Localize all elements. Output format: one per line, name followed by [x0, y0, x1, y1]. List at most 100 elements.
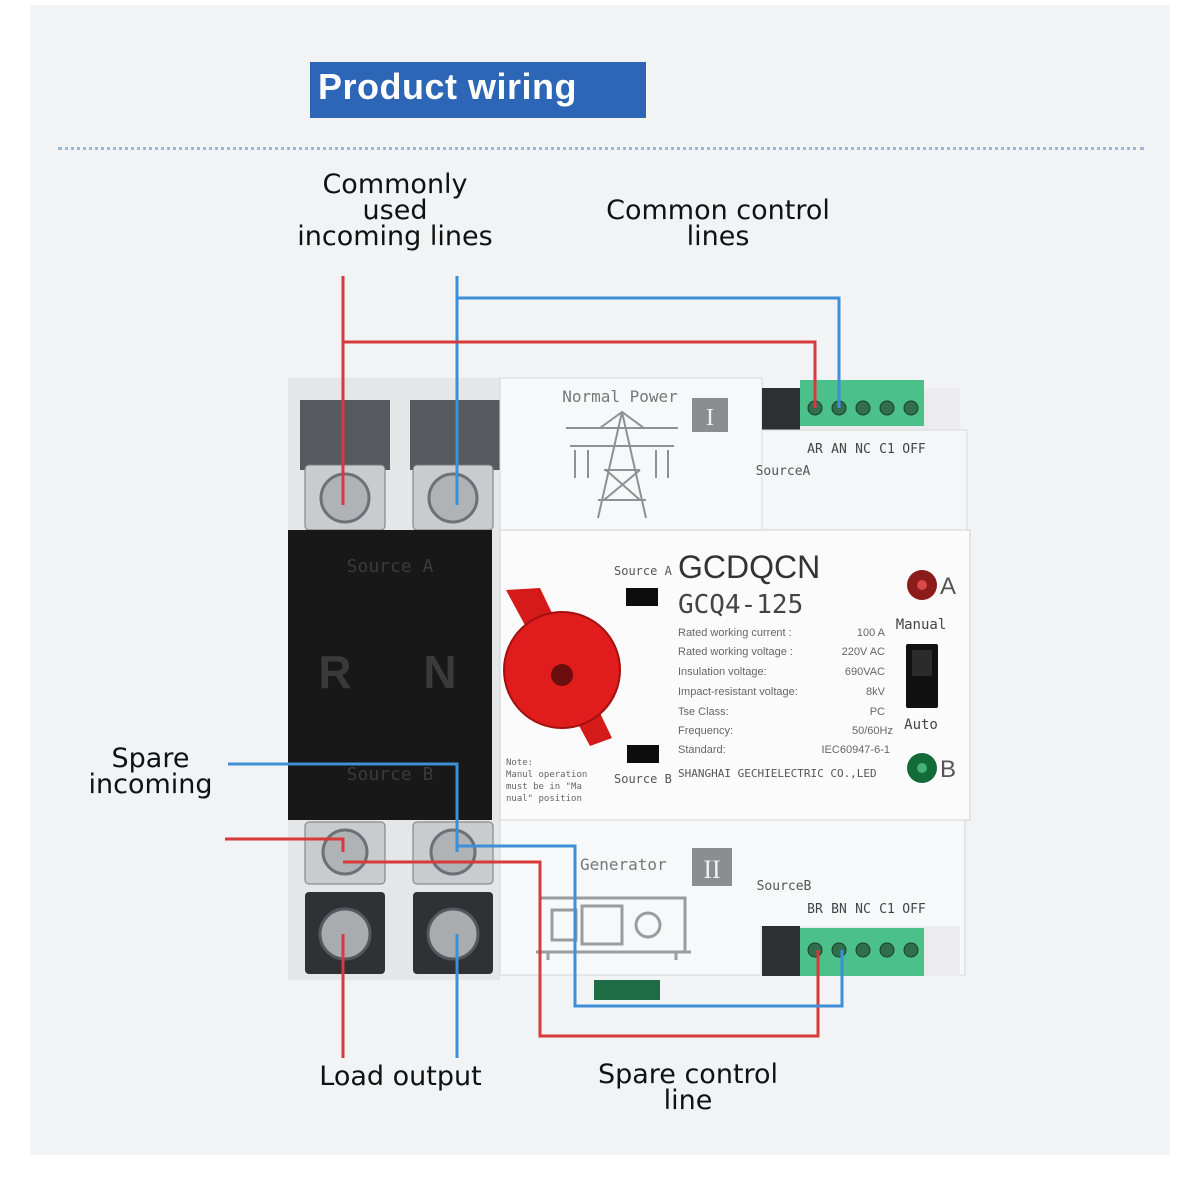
terminal-a-label-an: AN	[831, 442, 847, 457]
incoming-lines-label-1: Commonly used	[322, 169, 468, 226]
roman-2-label: II	[703, 855, 720, 884]
spare-incoming-label-2: incoming	[88, 769, 213, 800]
terminal-a-label-ar: AR	[807, 442, 823, 457]
terminal-screws-b	[807, 942, 919, 958]
spec-value: IEC60947-6-1	[822, 744, 891, 756]
terminal-labels-b: BR BN NC C1 OFF	[807, 902, 926, 917]
spec-value: 690VAC	[845, 666, 885, 678]
terminal-b-label-bn: BN	[831, 902, 847, 917]
load-output-callout: Load output	[319, 1061, 482, 1092]
screw-icon	[855, 942, 871, 958]
breaker-source-a-label: Source A	[347, 556, 434, 577]
auto-label: Auto	[904, 717, 938, 733]
title-banner	[310, 62, 646, 118]
terminal-a-label-c1: C1	[879, 442, 895, 457]
maker-label: SHANGHAI GECHIELECTRIC CO.,LED	[678, 767, 877, 780]
spec-value: PC	[870, 706, 885, 718]
source-a-window	[626, 588, 658, 606]
wire-spare-control-bn	[457, 844, 844, 1008]
screw-icon	[426, 907, 480, 961]
switch-source-b-label: Source B	[614, 772, 672, 786]
note-line-3: must be in "Ma	[506, 782, 582, 792]
terminal-a-label-off: OFF	[902, 442, 926, 457]
terminal-screws-a	[807, 400, 919, 416]
spec-value: 220V AC	[842, 646, 885, 658]
terminal-b-label-off: OFF	[902, 902, 926, 917]
breaker-source-b-label: Source B	[347, 764, 434, 785]
breaker-slot-n-top	[410, 400, 500, 470]
note-line-4: nual" position	[506, 794, 582, 804]
screw-icon	[903, 400, 919, 416]
model-label: GCQ4-125	[678, 590, 803, 620]
wires	[225, 276, 844, 1058]
spec-label: Tse Class:	[678, 706, 729, 718]
spec-label: Impact-resistant voltage:	[678, 686, 798, 698]
spare-incoming-label-1: Spare	[111, 743, 190, 774]
switch-top-right-panel	[761, 429, 968, 531]
generator-icon	[536, 896, 691, 960]
wire-spare-neutral	[228, 762, 459, 852]
spec-table: Rated working current : 100 A Rated work…	[678, 627, 893, 756]
spare-control-callout: Spare control line	[597, 1059, 779, 1116]
spec-value: 100 A	[857, 627, 886, 639]
spec-label: Rated working current :	[678, 627, 792, 639]
spec-label: Rated working voltage :	[678, 646, 793, 658]
roman-1-badge	[692, 398, 728, 432]
page-title: Product wiring	[318, 66, 577, 107]
breaker: Source A R N Source B	[288, 378, 500, 980]
terminal-b-label-nc: NC	[855, 902, 871, 917]
terminal-gap-top	[762, 388, 800, 430]
breaker-n-label: N	[423, 646, 456, 698]
note-line-2: Manul operation	[506, 770, 587, 780]
source-b-window	[627, 745, 659, 763]
control-lines-callout: Common control lines	[606, 195, 830, 252]
spec-label: Frequency:	[678, 725, 733, 737]
wire-control-ar	[343, 340, 817, 408]
terminal-a-label-nc: NC	[855, 442, 871, 457]
spec-label: Standard:	[678, 744, 726, 756]
terminal-gap-bottom	[762, 926, 800, 976]
rotary-knob[interactable]	[503, 588, 621, 746]
breaker-r-label: R	[318, 646, 351, 698]
screw-icon	[318, 907, 372, 961]
indicator-a-label: A	[940, 573, 956, 600]
screw-icon	[429, 828, 477, 876]
terminal-labels-a: AR AN NC C1 OFF	[807, 442, 926, 457]
spec-label: Insulation voltage:	[678, 666, 767, 678]
roman-2-badge	[692, 848, 732, 886]
wire-control-an	[457, 296, 841, 408]
generator-bracket	[594, 980, 660, 1000]
note-line-1: Note:	[506, 758, 533, 768]
toggle-knob	[912, 650, 932, 676]
generator-label: Generator	[580, 855, 667, 874]
normal-power-label: Normal Power	[562, 387, 678, 406]
indicator-a-led-core	[917, 580, 927, 590]
spare-incoming-callout: Spare incoming	[88, 743, 213, 800]
screw-icon	[879, 400, 895, 416]
source-b-label: SourceB	[757, 879, 812, 894]
screw-icon	[855, 400, 871, 416]
breaker-slot-r-top	[300, 400, 390, 470]
incoming-lines-callout: Commonly used incoming lines	[290, 169, 500, 252]
terminal-b-label-c1: C1	[879, 902, 895, 917]
switch-source-a-label: Source A	[614, 564, 673, 578]
brand-label: GCDQCN	[678, 549, 820, 585]
screw-icon	[321, 828, 369, 876]
indicator-b-label: B	[940, 756, 956, 783]
indicator-b-led-core	[917, 763, 927, 773]
screw-icon	[427, 472, 479, 524]
screw-icon	[831, 942, 847, 958]
spec-value: 8kV	[866, 686, 886, 698]
switch-unit: Normal Power I SourceA AR AN NC C1 OFF S…	[499, 377, 971, 1000]
screw-icon	[903, 942, 919, 958]
roman-1-label: I	[706, 405, 714, 431]
power-tower-icon	[566, 410, 678, 519]
incoming-lines-label-2: incoming lines	[297, 221, 493, 252]
wire-spare-live	[225, 837, 345, 852]
knob-center	[551, 664, 573, 686]
screw-icon	[807, 942, 823, 958]
source-a-label: SourceA	[756, 464, 811, 479]
spec-value: 50/60Hz	[852, 725, 893, 737]
divider	[58, 147, 1144, 150]
